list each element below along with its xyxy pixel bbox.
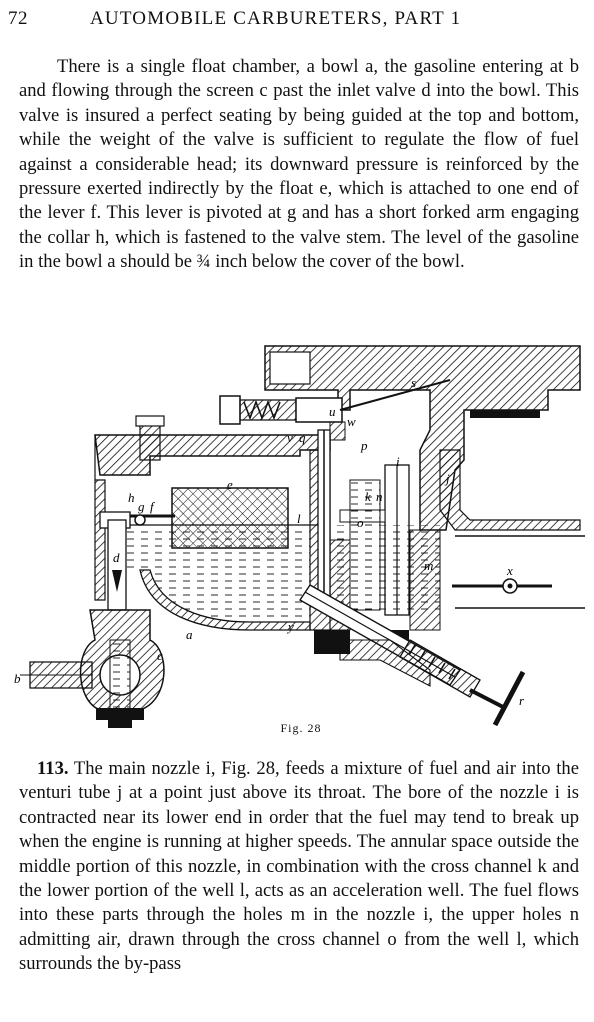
page-number: 72 — [8, 8, 28, 29]
label-h: h — [128, 490, 135, 505]
figure-caption: Fig. 28 — [280, 721, 322, 735]
label-x: x — [506, 563, 513, 578]
label-g: g — [138, 499, 145, 514]
carbureter-cross-section-drawing: s u w v q p i j e h g f k n l o d m x a … — [14, 345, 585, 728]
label-m: m — [424, 558, 433, 573]
section-text: The main nozzle i, Fig. 28, feeds a mixt… — [19, 758, 579, 975]
label-q: q — [299, 430, 306, 445]
label-i: i — [396, 454, 400, 469]
label-b: b — [14, 671, 21, 686]
carbureter-figure: s u w v q p i j e h g f k n l o d m x a … — [0, 340, 594, 740]
label-s: s — [411, 375, 416, 390]
label-u: u — [329, 404, 336, 419]
label-r: r — [519, 693, 525, 708]
label-c: c — [157, 648, 163, 663]
section-number: 113. — [37, 758, 69, 779]
label-d: d — [113, 550, 120, 565]
label-p: p — [360, 438, 368, 453]
label-w: w — [347, 414, 356, 429]
label-o: o — [357, 515, 364, 530]
paragraph-section-113: 113. The main nozzle i, Fig. 28, feeds a… — [19, 757, 579, 977]
label-l: l — [297, 511, 301, 526]
paragraph-float-chamber: There is a single float chamber, a bowl … — [19, 56, 579, 273]
label-f: f — [150, 499, 156, 514]
label-j: j — [444, 471, 450, 486]
label-y: y — [286, 619, 294, 634]
page-header: 72 AUTOMOBILE CARBURETERS, PART 1 — [0, 6, 594, 32]
label-v: v — [287, 430, 293, 445]
running-title: AUTOMOBILE CARBURETERS, PART 1 — [90, 8, 462, 29]
label-a: a — [186, 627, 193, 642]
label-k: k — [365, 489, 371, 504]
label-n: n — [376, 489, 383, 504]
label-e: e — [227, 477, 233, 492]
